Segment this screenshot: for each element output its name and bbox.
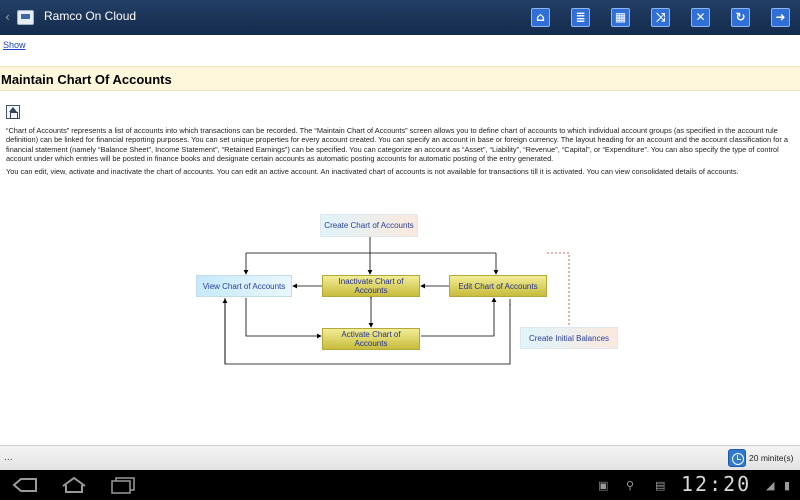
view-chart-box[interactable]: View Chart of Accounts [196,275,292,297]
usb-icon: ⚲ [626,479,635,492]
system-clock: 12:20 [681,472,752,496]
session-time: 20 minite(s) [749,453,794,463]
connector-activate-edit [421,297,497,337]
list-add-icon: ≣ [575,10,586,24]
back-icon[interactable] [12,477,38,493]
connector-edit-initial-balances [547,252,570,327]
description-paragraph: You can edit, view, activate and inactiv… [6,167,739,176]
app-title: Ramco On Cloud [44,9,137,23]
show-link[interactable]: Show [3,40,26,50]
app-icon [17,10,34,25]
edit-chart-box[interactable]: Edit Chart of Accounts [449,275,547,297]
page-title: Maintain Chart Of Accounts [1,72,172,87]
inactivate-chart-box[interactable]: Inactivate Chart of Accounts [322,275,420,297]
keypad-icon: ▦ [614,10,627,24]
description-paragraph: “Chart of Accounts” represents a list of… [6,126,788,164]
back-notch-icon[interactable]: ‹ [5,10,10,24]
title-bar: ‹ Ramco On Cloud ⌂ ≣ ▦ ⤨ ✕ ↻ ➜ [0,0,800,35]
keypad-button[interactable]: ▦ [611,8,630,27]
screenshot-icon: ▤ [655,479,666,492]
status-bar: ... 20 minite(s) [0,445,800,470]
activate-chart-box[interactable]: Activate Chart of Accounts [322,328,420,350]
refresh-button[interactable]: ↻ [731,8,750,27]
create-chart-box[interactable]: Create Chart of Accounts [320,214,418,237]
logout-icon: ➜ [775,10,786,24]
logout-button[interactable]: ➜ [771,8,790,27]
flow-diagram [222,237,570,365]
home-icon[interactable] [6,105,20,119]
close-button[interactable]: ✕ [691,8,710,27]
notification-icon[interactable]: ▣ [598,479,609,492]
create-initial-balances-box[interactable]: Create Initial Balances [520,327,618,349]
recent-apps-icon[interactable] [110,476,136,494]
home-icon: ⌂ [536,10,545,24]
status-text: ... [4,453,13,463]
wifi-icon: ◢ [766,479,775,492]
shuffle-button[interactable]: ⤨ [651,8,670,27]
page-heading: Maintain Chart Of Accounts [0,66,800,91]
list-add-button[interactable]: ≣ [571,8,590,27]
clock-icon[interactable] [728,449,746,467]
refresh-icon: ↻ [735,10,746,24]
home-button[interactable]: ⌂ [531,8,550,27]
shuffle-icon: ⤨ [655,10,666,24]
system-nav-bar: ▣ ⚲ ▤ 12:20 ◢ ▮ [0,470,800,500]
battery-icon: ▮ [784,479,791,492]
home-nav-icon[interactable] [60,476,88,494]
connector-view-activate [245,298,322,339]
close-icon: ✕ [695,10,706,24]
